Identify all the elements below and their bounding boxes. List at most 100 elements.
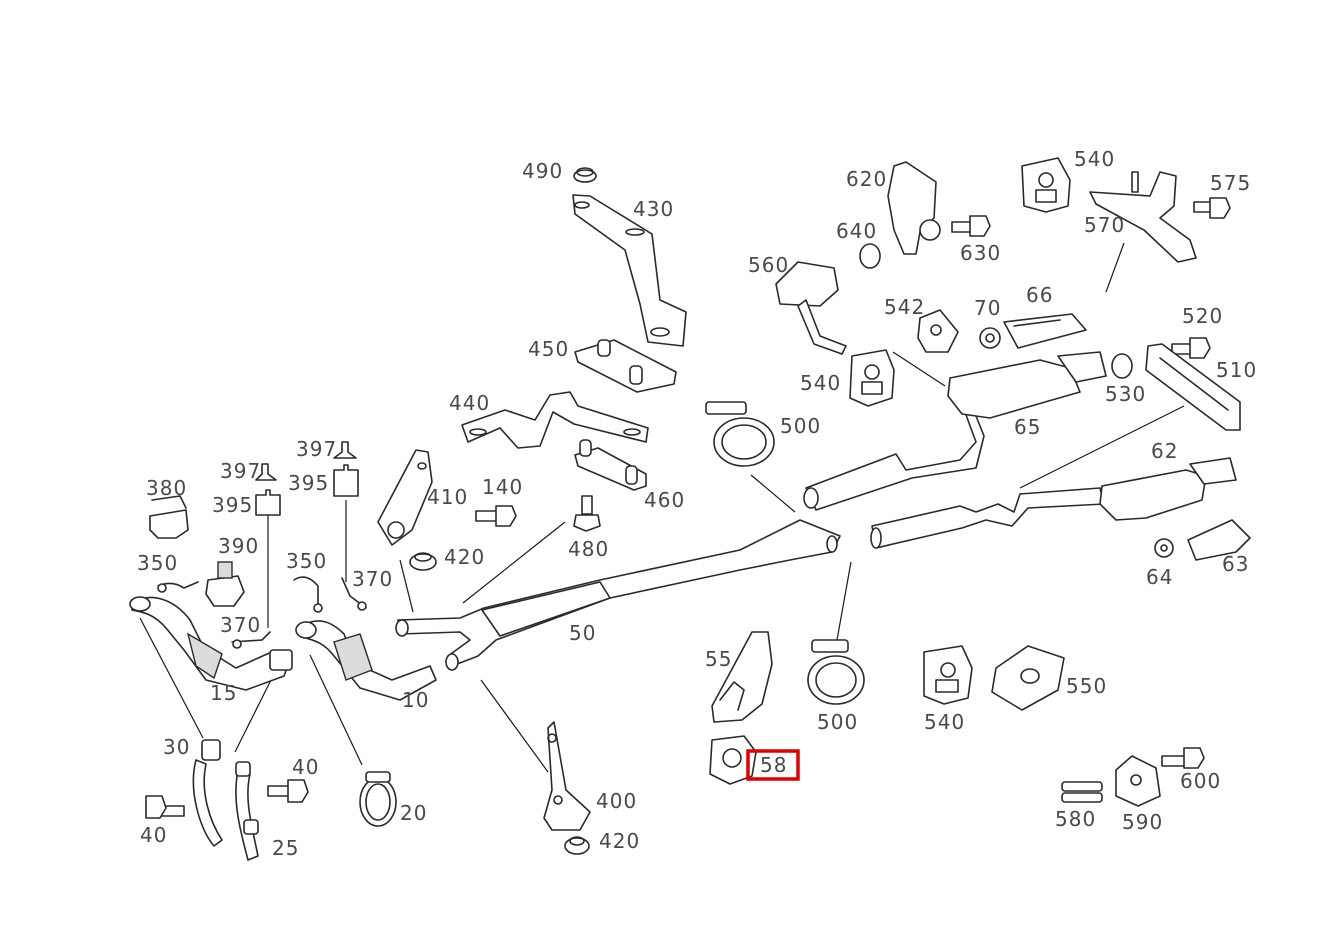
callout-55[interactable]: 55 — [705, 647, 732, 671]
bracket-560 — [775, 261, 847, 355]
muffler-65 — [947, 351, 1107, 419]
callout-50[interactable]: 50 — [569, 621, 596, 645]
bolt-140 — [475, 505, 517, 527]
callout-370-left[interactable]: 370 — [220, 613, 261, 637]
downpipe-15 — [129, 596, 293, 691]
callout-20[interactable]: 20 — [400, 801, 427, 825]
nut-640 — [859, 243, 881, 269]
plug-397-right — [333, 441, 357, 459]
bolt-575 — [1193, 197, 1231, 219]
callout-140[interactable]: 140 — [482, 475, 523, 499]
callout-500-low[interactable]: 500 — [817, 710, 858, 734]
hanger-542 — [917, 309, 959, 353]
callout-40-left[interactable]: 40 — [140, 823, 167, 847]
callout-380[interactable]: 380 — [146, 476, 187, 500]
callout-70[interactable]: 70 — [974, 296, 1001, 320]
sensor-350-left — [157, 581, 199, 593]
callout-540-top[interactable]: 540 — [1074, 147, 1115, 171]
callout-510[interactable]: 510 — [1216, 358, 1257, 382]
clip-64 — [1154, 538, 1174, 558]
bracket-390 — [205, 561, 245, 607]
callout-15[interactable]: 15 — [210, 681, 237, 705]
callout-450[interactable]: 450 — [528, 337, 569, 361]
hanger-550 — [991, 645, 1065, 711]
hanger-540-top — [1021, 157, 1071, 213]
clamp-500-top — [705, 401, 775, 467]
bracket-430 — [572, 194, 687, 347]
grommet-420-upper — [409, 552, 437, 571]
callout-420-lower[interactable]: 420 — [599, 829, 640, 853]
bracket-620 — [887, 161, 941, 255]
callout-560[interactable]: 560 — [748, 253, 789, 277]
callout-63[interactable]: 63 — [1222, 552, 1249, 576]
bolt-480 — [573, 495, 601, 532]
bracket-410 — [377, 449, 433, 546]
callout-370-right[interactable]: 370 — [352, 567, 393, 591]
callout-397-left[interactable]: 397 — [220, 459, 261, 483]
sensor-370-left — [231, 631, 271, 649]
leader-lines — [139, 242, 1185, 773]
strap-510 — [1145, 343, 1241, 431]
callout-430[interactable]: 430 — [633, 197, 674, 221]
callout-350-right[interactable]: 350 — [286, 549, 327, 573]
callout-580[interactable]: 580 — [1055, 807, 1096, 831]
callout-66[interactable]: 66 — [1026, 283, 1053, 307]
callout-550[interactable]: 550 — [1066, 674, 1107, 698]
callout-410[interactable]: 410 — [427, 485, 468, 509]
callout-25[interactable]: 25 — [272, 836, 299, 860]
callout-480[interactable]: 480 — [568, 537, 609, 561]
callout-540-mid[interactable]: 540 — [800, 371, 841, 395]
callout-630[interactable]: 630 — [960, 241, 1001, 265]
clamp-30 — [192, 739, 223, 847]
callout-600[interactable]: 600 — [1180, 769, 1221, 793]
tailpipe-trim-63 — [1187, 519, 1251, 561]
hanger-590 — [1115, 755, 1161, 807]
callout-62[interactable]: 62 — [1151, 439, 1178, 463]
callout-520[interactable]: 520 — [1182, 304, 1223, 328]
sensor-370-right — [341, 577, 367, 611]
pipe-upper-rear — [803, 395, 985, 511]
callout-40-right[interactable]: 40 — [292, 755, 319, 779]
highlight-box-58 — [746, 749, 800, 781]
hanger-540-mid — [849, 349, 895, 407]
heat-shield-55 — [711, 631, 773, 723]
bolt-630 — [951, 215, 991, 237]
callout-390[interactable]: 390 — [218, 534, 259, 558]
callout-395-right[interactable]: 395 — [288, 471, 329, 495]
callout-500-top[interactable]: 500 — [780, 414, 821, 438]
sensor-350-right — [293, 576, 323, 613]
callout-64[interactable]: 64 — [1146, 565, 1173, 589]
callout-65[interactable]: 65 — [1014, 415, 1041, 439]
callout-530[interactable]: 530 — [1105, 382, 1146, 406]
callout-10[interactable]: 10 — [402, 688, 429, 712]
bracket-460 — [574, 439, 647, 491]
nut-490 — [573, 167, 597, 183]
callout-590[interactable]: 590 — [1122, 810, 1163, 834]
callout-570[interactable]: 570 — [1084, 213, 1125, 237]
callout-420-upper[interactable]: 420 — [444, 545, 485, 569]
bracket-440 — [461, 391, 649, 449]
callout-58[interactable]: 58 — [760, 753, 787, 777]
callout-620[interactable]: 620 — [846, 167, 887, 191]
bolt-40-right — [267, 779, 309, 803]
callout-540-low[interactable]: 540 — [924, 710, 965, 734]
callout-575[interactable]: 575 — [1210, 171, 1251, 195]
callout-30[interactable]: 30 — [163, 735, 190, 759]
muffler-62 — [1099, 457, 1237, 521]
bracket-570 — [1089, 171, 1197, 263]
callout-542[interactable]: 542 — [884, 295, 925, 319]
bolt-40-left — [145, 795, 185, 819]
callout-440[interactable]: 440 — [449, 391, 490, 415]
callout-397-right[interactable]: 397 — [296, 437, 337, 461]
callout-400[interactable]: 400 — [596, 789, 637, 813]
callout-350-left[interactable]: 350 — [137, 551, 178, 575]
callout-460[interactable]: 460 — [644, 488, 685, 512]
nut-530 — [1111, 353, 1133, 379]
callout-640[interactable]: 640 — [836, 219, 877, 243]
connector-395-left — [255, 489, 281, 516]
callout-490[interactable]: 490 — [522, 159, 563, 183]
clamp-20 — [359, 771, 397, 827]
pipe-assembly-50 — [395, 519, 841, 671]
callout-395-left[interactable]: 395 — [212, 493, 253, 517]
